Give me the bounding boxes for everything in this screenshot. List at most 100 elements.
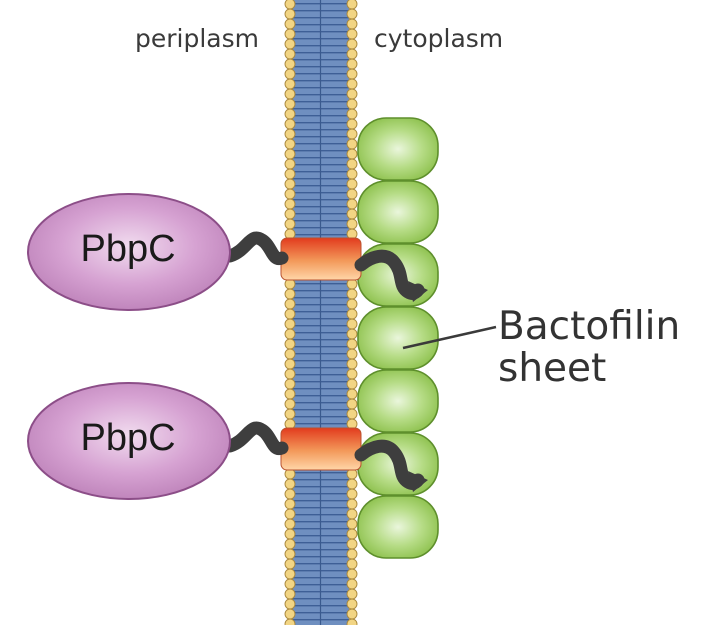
bactofilin-subunit xyxy=(357,180,439,244)
bactofilin-subunit xyxy=(357,369,439,433)
lipid-head xyxy=(346,288,358,300)
lipid-head xyxy=(346,568,358,580)
lipid-head xyxy=(346,158,358,170)
lipid-head xyxy=(346,358,358,370)
lipid-head xyxy=(346,178,358,190)
lipid-head xyxy=(346,348,358,360)
lipid-head xyxy=(346,88,358,100)
lipid-head xyxy=(346,168,358,180)
lipid-head xyxy=(346,528,358,540)
lipid-head xyxy=(346,308,358,320)
lipid-head xyxy=(284,568,296,580)
lipid-head xyxy=(346,488,358,500)
lipid-head xyxy=(284,148,296,160)
lipid-head xyxy=(284,298,296,310)
lipid-head xyxy=(284,138,296,150)
cytoplasm-label: cytoplasm xyxy=(374,24,504,53)
lipid-head xyxy=(346,0,358,10)
lipid-head xyxy=(284,108,296,120)
lipid-head xyxy=(284,88,296,100)
lipid-head xyxy=(284,358,296,370)
lipid-head xyxy=(284,48,296,60)
lipid-head xyxy=(284,168,296,180)
lipid-head xyxy=(346,388,358,400)
lipid-head xyxy=(284,348,296,360)
lipid-head xyxy=(346,188,358,200)
lipid-head xyxy=(346,318,358,330)
lipid-head xyxy=(284,548,296,560)
lipid-head xyxy=(346,548,358,560)
lipid-head xyxy=(346,408,358,420)
lipid-head xyxy=(284,538,296,550)
lipid-head xyxy=(284,78,296,90)
lipid-head xyxy=(284,158,296,170)
lipid-head xyxy=(284,128,296,140)
lipid-head xyxy=(346,18,358,30)
lipid-head xyxy=(284,28,296,40)
lipid-head xyxy=(346,78,358,90)
lipid-head xyxy=(346,118,358,130)
lipid-head xyxy=(284,478,296,490)
lipid-head xyxy=(346,58,358,70)
lipid-head xyxy=(346,588,358,600)
lipid-head xyxy=(284,218,296,230)
lipid-head xyxy=(284,618,296,629)
periplasm-label: periplasm xyxy=(135,24,259,53)
lipid-head xyxy=(284,98,296,110)
periplasmic-linker-bottom xyxy=(223,421,289,456)
lipid-head xyxy=(346,618,358,629)
lipid-head xyxy=(346,138,358,150)
lipid-head xyxy=(284,188,296,200)
lipid-head xyxy=(346,218,358,230)
lipid-head xyxy=(346,48,358,60)
lipid-head xyxy=(284,368,296,380)
lipid-head xyxy=(284,328,296,340)
lipid-head xyxy=(346,398,358,410)
cytoplasmic-tail-bottom-tip xyxy=(408,471,428,492)
lipid-head xyxy=(346,598,358,610)
lipid-head xyxy=(346,198,358,210)
pbpc-domain-bottom xyxy=(27,382,231,500)
bactofilin-subunit xyxy=(357,117,439,181)
transmembrane-segment-bottom xyxy=(280,427,362,471)
lipid-head xyxy=(284,118,296,130)
lipid-head xyxy=(346,148,358,160)
lipid-head xyxy=(346,128,358,140)
lipid-head xyxy=(284,398,296,410)
lipid-head xyxy=(284,388,296,400)
pbpc-label-bottom: PbpC xyxy=(80,417,176,459)
lipid-head xyxy=(284,338,296,350)
periplasmic-linker-top xyxy=(223,231,289,266)
lipid-head xyxy=(346,208,358,220)
lipid-head xyxy=(346,478,358,490)
lipid-head xyxy=(284,518,296,530)
lipid-head xyxy=(346,508,358,520)
lipid-head xyxy=(284,8,296,20)
lipid-head xyxy=(284,378,296,390)
lipid-head xyxy=(284,528,296,540)
lipid-head xyxy=(284,508,296,520)
lipid-head xyxy=(346,98,358,110)
lipid-head xyxy=(346,328,358,340)
lipid-head xyxy=(284,38,296,50)
bactofilin-sheet xyxy=(357,117,439,559)
lipid-head xyxy=(284,198,296,210)
lipid-head xyxy=(346,538,358,550)
lipid-head xyxy=(346,108,358,120)
lipid-head xyxy=(284,58,296,70)
pbpc-domain-top xyxy=(27,193,231,311)
lipid-head xyxy=(346,338,358,350)
lipid-head xyxy=(284,178,296,190)
lipid-head xyxy=(284,308,296,320)
lipid-head xyxy=(346,28,358,40)
lipid-heads-right-leaflet xyxy=(346,0,358,629)
lipid-head xyxy=(346,38,358,50)
lipid-head xyxy=(346,8,358,20)
lipid-heads-left-leaflet xyxy=(284,0,296,629)
lipid-head xyxy=(284,608,296,620)
lipid-bilayer xyxy=(284,0,358,629)
lipid-head xyxy=(346,498,358,510)
lipid-head xyxy=(284,408,296,420)
